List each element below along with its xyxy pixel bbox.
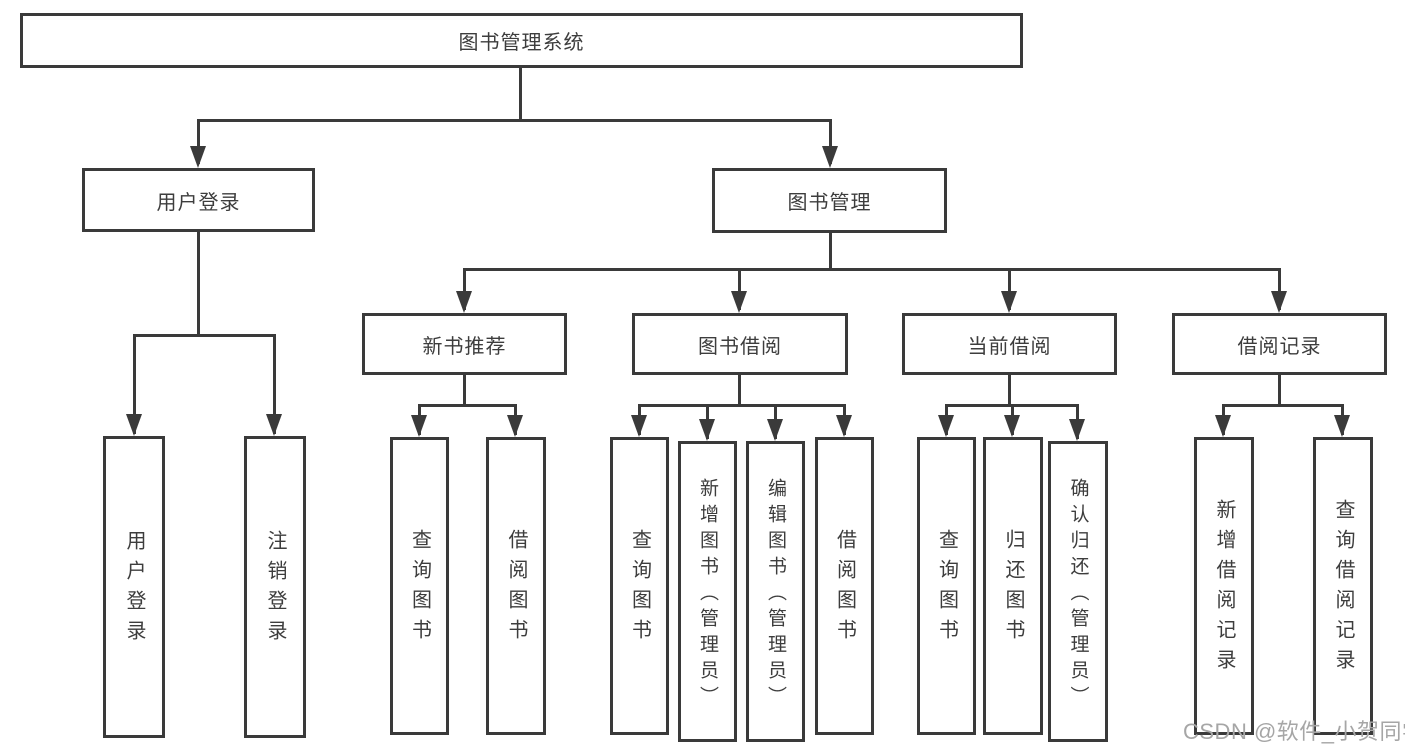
arrow-down-icon (507, 415, 523, 437)
connector-cb-down (1008, 375, 1011, 407)
connector-rec-down (463, 375, 466, 407)
arrow-down-icon (699, 419, 715, 441)
arrow-down-icon (190, 146, 206, 168)
arrow-down-icon (1069, 419, 1085, 441)
node-current-borrowing: 当前借阅 (902, 313, 1117, 375)
connector-book-mgmt-down (829, 233, 832, 271)
connector-new-book-stem (463, 268, 466, 310)
arrow-down-icon (1271, 291, 1287, 313)
leaf-rec-query-book: 查询图书 (390, 437, 449, 735)
node-user-login: 用户登录 (82, 168, 315, 232)
arrow-down-icon (1334, 415, 1350, 437)
connector-bb-leaves-bus (638, 404, 846, 407)
leaf-cb-confirm-return: 确认归还（管理员） (1048, 441, 1108, 742)
arrow-down-icon (822, 146, 838, 168)
connector-user-leaves-bus (133, 334, 276, 337)
node-borrowing-records: 借阅记录 (1172, 313, 1387, 375)
connector-leaf-stem (133, 334, 136, 434)
arrow-down-icon (266, 414, 282, 436)
connector-level2-bus (197, 119, 831, 122)
connector-br-leaves-bus (1222, 404, 1343, 407)
node-book-borrowing: 图书借阅 (632, 313, 848, 375)
connector-user-login-stem (197, 119, 200, 164)
connector-current-borrow-stem (1008, 268, 1011, 310)
node-new-book-recommend: 新书推荐 (362, 313, 567, 375)
leaf-cb-return-book: 归还图书 (983, 437, 1043, 735)
leaf-bb-borrow-book: 借阅图书 (815, 437, 874, 735)
leaf-br-add-record: 新增借阅记录 (1194, 437, 1254, 735)
arrow-down-icon (631, 415, 647, 437)
leaf-bb-add-book: 新增图书（管理员） (678, 441, 737, 742)
leaf-br-query-record: 查询借阅记录 (1313, 437, 1373, 735)
connector-br-down (1278, 375, 1281, 407)
leaf-logout: 注销登录 (244, 436, 306, 738)
connector-rec-leaves-bus (418, 404, 517, 407)
arrow-down-icon (731, 291, 747, 313)
connector-level3-bus (463, 268, 1281, 271)
leaf-bb-query-book: 查询图书 (610, 437, 669, 735)
arrow-down-icon (767, 419, 783, 441)
leaf-rec-borrow-book: 借阅图书 (486, 437, 546, 735)
connector-borrow-records-stem (1278, 268, 1281, 310)
connector-book-mgmt-stem (829, 119, 832, 164)
leaf-user-login: 用户登录 (103, 436, 165, 738)
arrow-down-icon (126, 414, 142, 436)
connector-leaf-stem (273, 334, 276, 434)
node-book-management: 图书管理 (712, 168, 947, 233)
connector-user-login-down (197, 232, 200, 337)
arrow-down-icon (938, 415, 954, 437)
connector-bb-down (738, 375, 741, 407)
arrow-down-icon (836, 415, 852, 437)
arrow-down-icon (411, 415, 427, 437)
leaf-cb-query-book: 查询图书 (917, 437, 976, 735)
connector-book-borrow-stem (738, 268, 741, 310)
csdn-watermark: CSDN @软件_小贺同学 (1183, 719, 1405, 744)
leaf-bb-edit-book: 编辑图书（管理员） (746, 441, 805, 742)
arrow-down-icon (1004, 415, 1020, 437)
arrow-down-icon (456, 291, 472, 313)
arrow-down-icon (1215, 415, 1231, 437)
node-library-system: 图书管理系统 (20, 13, 1023, 68)
arrow-down-icon (1001, 291, 1017, 313)
connector-root-stem (519, 68, 522, 122)
